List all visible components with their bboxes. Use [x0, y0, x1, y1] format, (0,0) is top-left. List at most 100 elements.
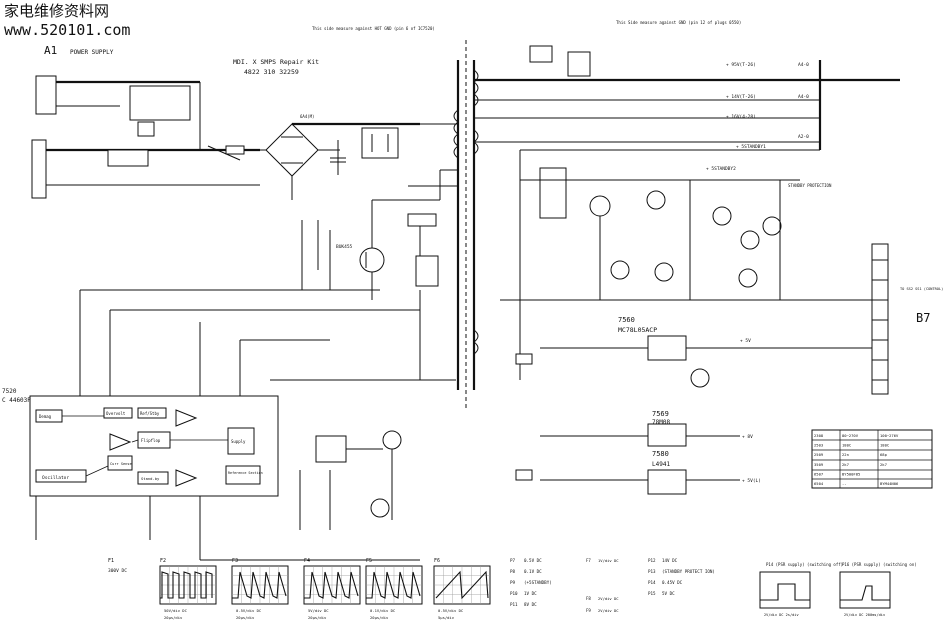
- scope-caption-value: 2V/div DC: [598, 608, 619, 613]
- measurement-ref: P14: [648, 580, 656, 585]
- wave-f1-value: 300V DC: [108, 568, 127, 574]
- ic7520-block-cursense: Curr Sense: [110, 462, 132, 466]
- kit-title: MDI. X SMPS Repair Kit: [233, 58, 319, 66]
- ic7580-regulator: 7580 L4941 + 5V(L): [515, 353, 761, 495]
- connector-caption: TO SS2 SS1 (CONTROL): [900, 287, 943, 291]
- table-cell: 2509: [814, 452, 824, 457]
- measurement-ref: P10: [510, 591, 518, 596]
- measurement-ref: P11: [510, 602, 518, 607]
- connector-b7: B7: [916, 311, 930, 325]
- ic7520-block-demag: Demag: [39, 414, 52, 419]
- main-transformer: [420, 60, 479, 390]
- ic7520-ref: 7520: [2, 388, 17, 395]
- rail-16v-pin: A2-0: [798, 134, 809, 140]
- note-hot-side: This side measure against HOT GND (pin 6…: [312, 26, 435, 31]
- table-cell: 2503: [814, 443, 823, 448]
- ic7560-ref: 7560: [618, 316, 635, 324]
- measurement-ref: P12: [648, 558, 656, 563]
- wave-f1-ref: F1: [108, 558, 114, 564]
- measurement-value: 14V DC: [662, 558, 678, 563]
- measurement-value: 8V DC: [524, 602, 537, 607]
- p14-scale: 2V/div DC 2s/div: [764, 613, 799, 617]
- measurement-value: 0.1V DC: [524, 569, 542, 574]
- rail-14v: + 14V(T-26): [726, 94, 756, 100]
- ic7520-block-supply: Supply: [231, 439, 246, 444]
- measurement-ref: P9: [510, 580, 516, 585]
- input-filter: [199, 82, 260, 186]
- scope-value: 0.5V/div DC: [438, 608, 463, 613]
- table-cell: 100~276V: [880, 433, 899, 438]
- table-cell: 2k7: [880, 462, 887, 467]
- section-title: POWER SUPPLY: [70, 49, 114, 56]
- secondary-outputs: + 95V(T-26) A4-0 + 14V(T-26) A4-0 + 16V(…: [474, 45, 900, 188]
- scope-timebase: 20µs/div: [370, 615, 389, 620]
- measurement-value: 1V DC: [524, 591, 537, 596]
- rail-95v-pin: A4-0: [798, 62, 809, 68]
- scope-value: 50V/div DC: [164, 608, 187, 613]
- ic7560-part: MC78L05ACP: [618, 326, 657, 334]
- ic7520-block-reference: Reference Section: [228, 471, 263, 475]
- control-wiring: [35, 289, 456, 561]
- ic7520-block-oscillator: Oscillator: [42, 475, 69, 481]
- table-cell: 22n: [842, 452, 849, 457]
- ic7520-block-overvolt: Overvolt: [106, 411, 126, 416]
- table-cell: 2k7: [842, 462, 849, 467]
- scope-ref: F4: [304, 558, 310, 564]
- rail-95v: + 95V(T-26): [726, 62, 756, 68]
- rail-5standby2: + 5STANDBY2: [706, 166, 736, 172]
- p16-scale: 2V/div DC 200ms/div: [844, 613, 885, 617]
- measurement-ref: P13: [648, 569, 656, 574]
- table-cell: BY500F85: [842, 471, 860, 476]
- ic7560-regulator: 7560 MC78L05ACP + 5V: [540, 316, 880, 388]
- rail-standby-protection: STANDBY PROTECTION: [788, 183, 832, 188]
- scope-timebase: 5µs/div: [438, 615, 455, 620]
- rail-14v-pin: A4-0: [798, 94, 809, 100]
- table-cell: BYM44N06: [880, 481, 899, 486]
- scope-value: 0.5V/div DC: [236, 608, 261, 613]
- rail-5v-label: + 5V: [740, 338, 751, 344]
- switching-fet: BUK455: [336, 169, 458, 300]
- scope-value: 5V/div DC: [308, 608, 329, 613]
- scope-caption-value: 2V/div DC: [598, 596, 619, 601]
- bridge-part: 6A4(M): [300, 114, 314, 119]
- scope-timebase: 20µs/div: [164, 615, 183, 620]
- table-cell: 6507: [814, 471, 823, 476]
- waveform-panels: F1 300V DC F2 50V/div DC 20µs/div F3 0.5V/di…: [108, 558, 619, 620]
- scope-ref: F2: [160, 558, 166, 564]
- table-cell: 3509: [814, 462, 824, 467]
- fet-part: BUK455: [336, 244, 353, 250]
- watermark-url: www.520101.com: [4, 21, 130, 39]
- scope-value: 0.1V/div DC: [370, 608, 395, 613]
- rail-16v: + 16V(4-28): [726, 114, 756, 120]
- measurement-ref: P15: [648, 591, 656, 596]
- ic7520-block: 7520 C 44603P Demag Overvolt Ref/Stby Os…: [2, 388, 279, 497]
- measurement-value: (STANDBY PROTECT ION): [662, 569, 715, 574]
- section-label: A1: [44, 44, 57, 57]
- scope-ref: F3: [232, 558, 238, 564]
- ic7569-regulator: 7569 78M08 + 8V: [540, 410, 753, 447]
- standby-notes: P14 (PSR supply) (switching off) P16 (PS…: [759, 562, 917, 617]
- measurement-value: 0.45V DC: [662, 580, 683, 585]
- measurement-value: 0.5V DC: [524, 558, 542, 563]
- bulk-capacitors: [330, 127, 399, 175]
- snubber-network: [301, 185, 458, 290]
- scope-timebase: 20µs/div: [236, 615, 255, 620]
- table-cell: --: [842, 481, 847, 486]
- ic7580-part: L4941: [652, 461, 670, 468]
- scope-panel: F2 50V/div DC 20µs/div: [159, 558, 217, 620]
- scope-timebase: 20µs/div: [308, 615, 327, 620]
- optocoupler-section: [299, 430, 402, 530]
- table-cell: 80~270V: [842, 433, 859, 438]
- p14-note: P14 (PSR supply) (switching off): [766, 562, 843, 567]
- rail-8v-label: + 8V: [742, 434, 753, 440]
- rail-5vl-label: + 5V(L): [742, 478, 761, 484]
- secondary-regulators: [500, 149, 880, 380]
- measurement-value: 5V DC: [662, 591, 675, 596]
- table-cell: 6504: [814, 481, 824, 486]
- scope-ref: F5: [366, 558, 372, 564]
- scope-caption: F9: [586, 608, 591, 613]
- ic7569-part: 78M08: [652, 419, 670, 426]
- table-cell: 180C: [842, 443, 851, 448]
- output-connector: B7 TO SS2 SS1 (CONTROL): [871, 243, 943, 395]
